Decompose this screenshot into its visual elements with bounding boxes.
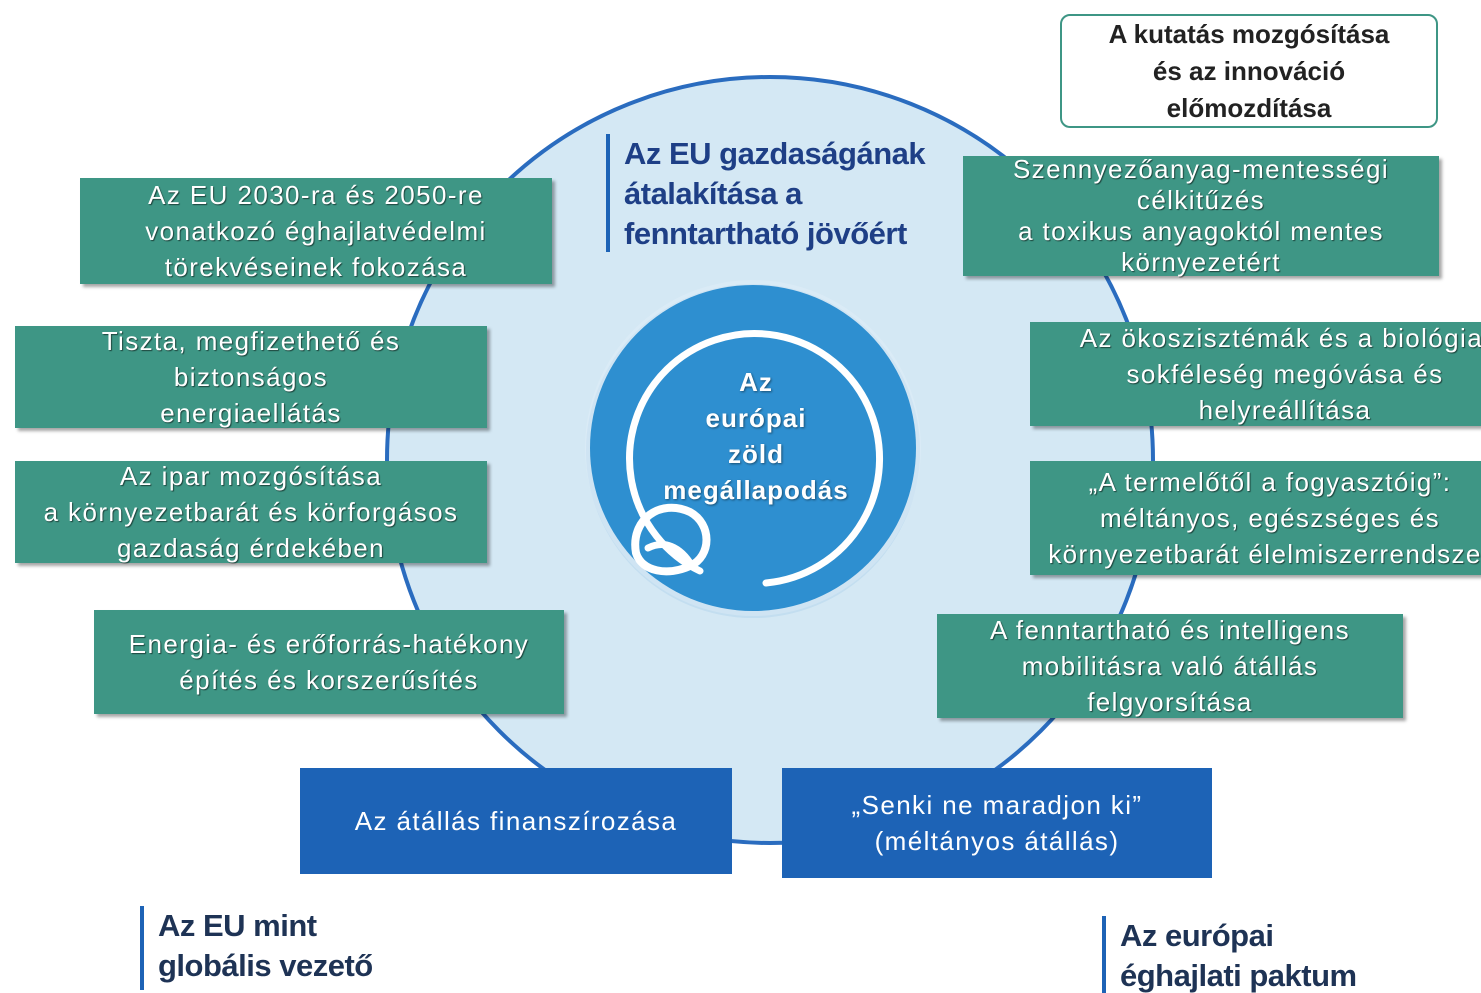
box-line: A kutatás mozgósítása [1108, 18, 1390, 49]
box-line: (méltányos átállás) [874, 826, 1120, 856]
just-transition-box: „Senki ne maradjon ki” (méltányos átállá… [782, 768, 1212, 878]
biodiversity-box: Az ökoszisztémák és a biológiai sokféles… [1030, 322, 1481, 426]
box-line: a toxikus anyagoktól mentes [1018, 216, 1384, 246]
box-text-wrap: „A termelőtől a fogyasztóig”: méltányos,… [1040, 464, 1481, 572]
box-line: „A termelőtől a fogyasztóig”: [1088, 467, 1452, 497]
box-line: a környezetbarát és körforgásos [43, 497, 459, 527]
title-line: átalakítása a [624, 176, 802, 211]
box-line: építés és korszerűsítés [179, 665, 479, 695]
title-line: fenntartható jövőért [624, 216, 907, 251]
box-line: Az ipar mozgósítása [119, 461, 383, 491]
box-line: környezetbarát élelmiszerrendszer [1048, 539, 1481, 569]
box-line: célkitűzés [1136, 185, 1266, 215]
clean-energy-box: Tiszta, megfizethető és biztonságos ener… [15, 326, 487, 428]
title-line: globális vezető [158, 948, 373, 983]
box-line: méltányos, egészséges és [1100, 503, 1440, 533]
title-line: éghajlati paktum [1120, 958, 1357, 993]
box-text-wrap: Az ökoszisztémák és a biológiai sokféles… [1040, 320, 1481, 428]
box-line: gazdaság érdekében [116, 533, 386, 563]
box-line: biztonságos [173, 362, 329, 392]
inner-ring-arc [626, 330, 884, 587]
zero-pollution-box: Szennyezőanyag-mentességi célkitűzés a t… [963, 154, 1439, 277]
box-line: „Senki ne maradjon ki” [851, 790, 1143, 820]
global-leader-title: Az EU mint globális vezető [140, 906, 460, 990]
box-line: Szennyezőanyag-mentességi [1012, 154, 1390, 184]
sustainable-mobility-box: A fenntartható és intelligens mobilitásr… [937, 614, 1403, 718]
box-line: energiaellátás [160, 398, 342, 428]
box-line: Az átállás finanszírozása [354, 806, 678, 836]
box-line: Tiszta, megfizethető és [101, 326, 401, 356]
climate-ambition-box: Az EU 2030-ra és 2050-re vonatkozó éghaj… [80, 178, 552, 284]
box-line: vonatkozó éghajlatvédelmi [145, 216, 487, 246]
box-line: A fenntartható és intelligens [989, 615, 1351, 645]
title-line: Az EU gazdaságának [624, 136, 926, 171]
label-line: európai [705, 403, 807, 433]
label-line: megállapodás [663, 475, 849, 505]
box-line: törekvéseinek fokozása [164, 252, 468, 282]
box-line: Az EU 2030-ra és 2050-re [148, 180, 484, 210]
box-line: és az innováció [1152, 55, 1346, 86]
label-line: Az [739, 367, 773, 397]
green-deal-label: Az európai zöld megállapodás [646, 364, 866, 508]
leaf-icon [631, 503, 711, 576]
box-line: előmozdítása [1166, 92, 1332, 123]
box-line: felgyorsítása [1087, 687, 1253, 717]
box-line: Energia- és erőforrás-hatékony [128, 629, 530, 659]
label-line: zöld [728, 439, 784, 469]
building-renovation-box: Energia- és erőforrás-hatékony építés és… [94, 610, 564, 714]
box-line: mobilitásra való átállás [1021, 651, 1319, 681]
title-line: Az EU mint [158, 908, 317, 943]
outer-circle-ring [385, 75, 1155, 845]
research-innovation-box: A kutatás mozgósítása és az innováció el… [1060, 14, 1438, 128]
financing-transition-box: Az átállás finanszírozása [300, 768, 732, 874]
box-line: Az ökoszisztémák és a biológiai [1079, 323, 1481, 353]
title-line: Az európai [1120, 918, 1274, 953]
industry-box: Az ipar mozgósítása a környezetbarát és … [15, 461, 487, 563]
farm-to-fork-box: „A termelőtől a fogyasztóig”: méltányos,… [1030, 461, 1481, 575]
box-line: sokféleség megóvása és [1126, 359, 1444, 389]
box-line: környezetért [1121, 247, 1281, 277]
box-line: helyreállítása [1198, 395, 1372, 425]
center-title: Az EU gazdaságának átalakítása a fenntar… [606, 134, 986, 252]
climate-pact-title: Az európai éghajlati paktum [1102, 916, 1432, 993]
